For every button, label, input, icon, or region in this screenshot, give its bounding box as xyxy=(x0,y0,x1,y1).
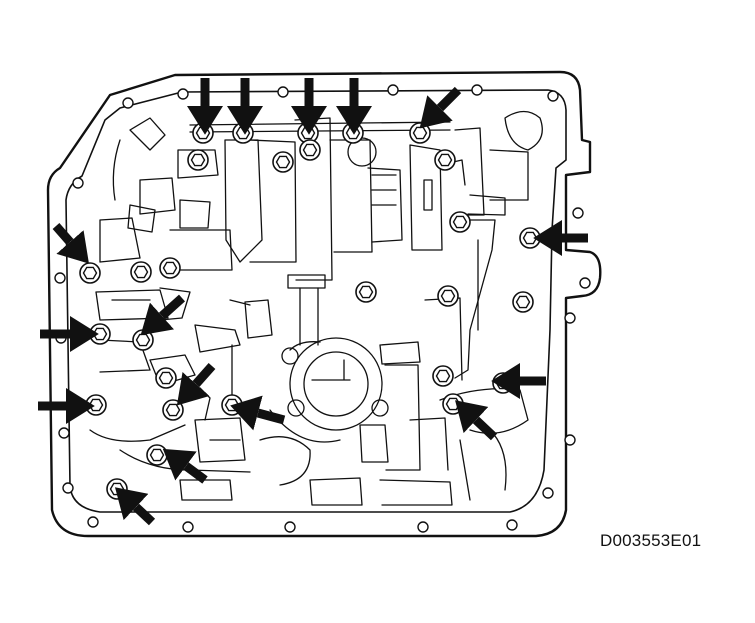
arrow-icon xyxy=(176,363,216,406)
arrow-icon xyxy=(455,400,498,441)
arrow-icon xyxy=(52,223,89,264)
arrow-icon xyxy=(140,294,186,336)
indicator-arrows xyxy=(38,78,588,526)
arrow-icon xyxy=(162,448,208,484)
arrow-icon xyxy=(114,487,156,526)
figure-code: D003553E01 xyxy=(600,531,702,550)
arrow-icon xyxy=(419,86,462,129)
valve-body-inner-outline xyxy=(65,89,567,513)
arrow-icon xyxy=(230,395,286,431)
flange-holes xyxy=(54,84,591,533)
valve-body-outer-outline xyxy=(46,70,602,538)
arrow-icon xyxy=(82,248,84,260)
